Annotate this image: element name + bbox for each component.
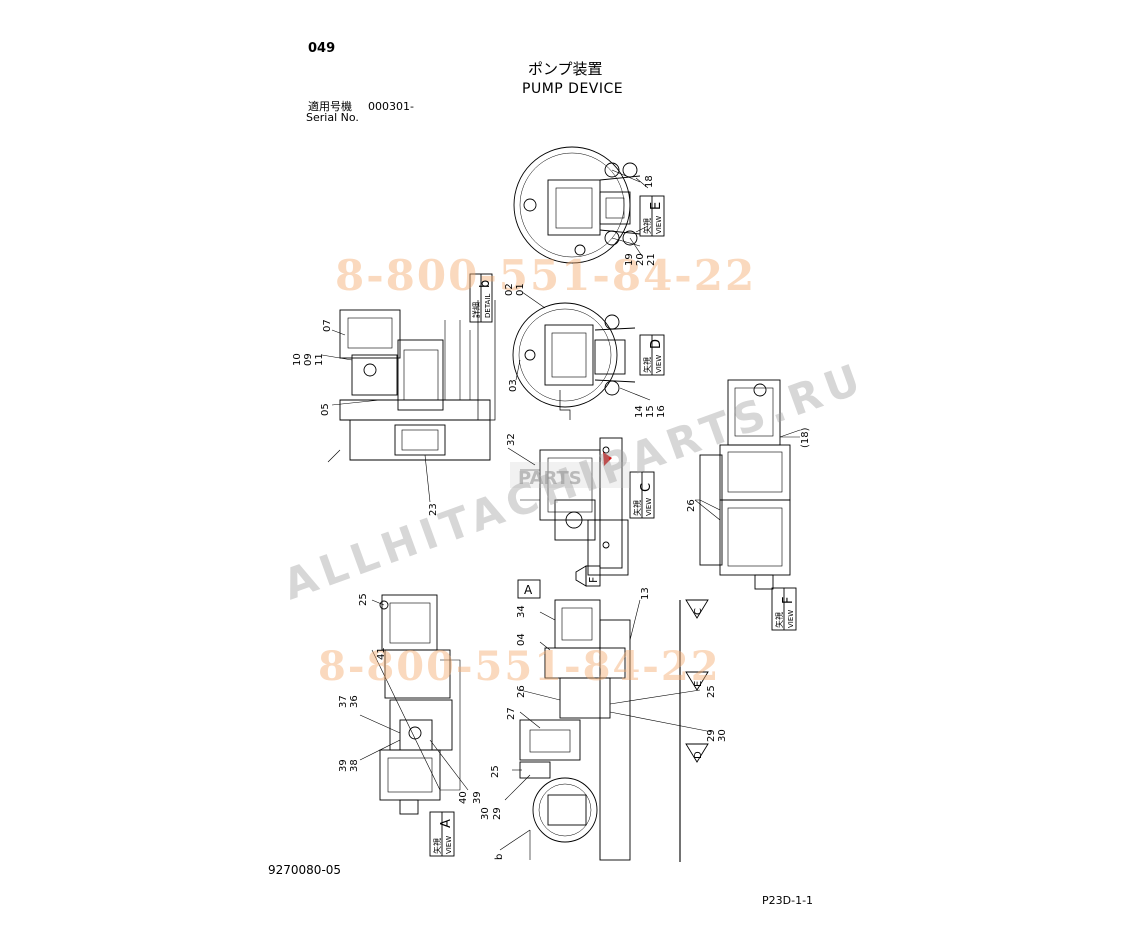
view-d-marker bbox=[685, 743, 709, 763]
callout-26-right: 26 bbox=[686, 499, 697, 512]
title-english: PUMP DEVICE bbox=[522, 81, 624, 97]
page-code: P23D-1-1 bbox=[762, 894, 814, 907]
callout-19: 19 bbox=[624, 253, 635, 266]
view-a-letter: A bbox=[439, 819, 454, 828]
callout-34: 34 bbox=[516, 605, 527, 618]
callout-07: 07 bbox=[322, 319, 333, 332]
callout-38: 38 bbox=[349, 759, 360, 772]
marker-f-letter: F bbox=[587, 577, 600, 583]
view-f-assembly bbox=[699, 379, 800, 590]
svg-text:8-800-551-84-22: 8-800-551-84-22 bbox=[335, 251, 756, 300]
watermark-phone-top: 8-800-551-84-22 bbox=[335, 251, 756, 300]
view-f-letter: F bbox=[781, 597, 796, 604]
view-d-label-box bbox=[639, 334, 665, 376]
callout-09: 09 bbox=[303, 353, 314, 366]
view-f-label-box bbox=[771, 587, 797, 631]
view-a-marker bbox=[517, 579, 541, 599]
view-e-label-box bbox=[639, 195, 665, 237]
svg-text:8-800-551-84-22: 8-800-551-84-22 bbox=[318, 643, 721, 690]
view-d-letter: D bbox=[649, 339, 664, 349]
page-number: 049 bbox=[308, 41, 336, 56]
callout-13: 13 bbox=[640, 587, 651, 600]
view-d-assembly bbox=[512, 302, 636, 420]
callout-04: 04 bbox=[516, 633, 527, 646]
callout-02: 02 bbox=[504, 283, 515, 296]
callout-01: 01 bbox=[515, 283, 526, 296]
view-c-letter: C bbox=[639, 483, 654, 492]
callout-18: 18 bbox=[644, 175, 655, 188]
callout-26-mid: 26 bbox=[516, 685, 527, 698]
marker-d-letter: D bbox=[693, 751, 704, 759]
view-e-marker bbox=[685, 671, 709, 691]
callout-14: 14 bbox=[634, 405, 645, 418]
callout-25-right: 25 bbox=[706, 685, 717, 698]
callout-37: 37 bbox=[338, 695, 349, 708]
marker-c-letter: C bbox=[693, 608, 704, 615]
view-f-jp: 矢視 bbox=[774, 612, 784, 628]
serial-label-japanese: 適用号機 bbox=[308, 100, 352, 113]
marker-e-letter: E bbox=[693, 681, 704, 687]
view-e-assembly bbox=[513, 146, 649, 264]
callout-16: 16 bbox=[656, 405, 667, 418]
view-a-assembly bbox=[379, 594, 461, 815]
callout-23: 23 bbox=[428, 503, 439, 516]
view-f-marker bbox=[575, 565, 601, 587]
callout-27: 27 bbox=[506, 707, 517, 720]
view-c-assembly bbox=[520, 437, 629, 576]
callout-30-mid: 30 bbox=[480, 807, 491, 820]
callout-18-paren: (18) bbox=[800, 427, 811, 448]
callout-25-left: 25 bbox=[358, 593, 369, 606]
view-e-jp: 矢視 bbox=[642, 218, 652, 234]
callout-32: 32 bbox=[506, 433, 517, 446]
watermark-logo bbox=[510, 452, 630, 488]
detail-b-jp: 詳細 bbox=[471, 302, 481, 318]
detail-b-label-box bbox=[469, 273, 493, 323]
serial-label-english: Serial No. bbox=[306, 111, 359, 124]
callout-03: 03 bbox=[508, 379, 519, 392]
callout-11: 11 bbox=[314, 353, 325, 366]
serial-value: 000301- bbox=[368, 100, 414, 113]
detail-b-letter: b bbox=[478, 280, 493, 288]
view-a-jp: 矢視 bbox=[432, 838, 442, 854]
detail-b-assembly bbox=[327, 300, 496, 463]
watermark-phone-bottom: 8-800-551-84-22 bbox=[318, 643, 721, 690]
callout-25-mid: 25 bbox=[490, 765, 501, 778]
view-d-jp: 矢視 bbox=[642, 357, 652, 373]
callout-40: 40 bbox=[458, 791, 469, 804]
callout-29-right: 29 bbox=[706, 729, 717, 742]
view-a-word: VIEW bbox=[445, 836, 453, 854]
view-c-jp: 矢視 bbox=[632, 500, 642, 516]
watermark-logo-text: PARTS bbox=[518, 468, 582, 489]
callout-b-section: b bbox=[494, 854, 505, 860]
view-d-word: VIEW bbox=[655, 355, 663, 373]
view-a-label-box bbox=[429, 811, 455, 857]
callout-39-left: 39 bbox=[338, 759, 349, 772]
title-japanese: ポンプ装置 bbox=[528, 60, 603, 78]
callout-05: 05 bbox=[320, 403, 331, 416]
view-e-word: VIEW bbox=[655, 216, 663, 234]
view-c-word: VIEW bbox=[645, 498, 653, 516]
detail-b-word: DETAIL bbox=[484, 294, 492, 318]
main-pump-assembly bbox=[519, 599, 631, 861]
svg-text:PARTS: PARTS bbox=[518, 468, 582, 489]
callout-30-right: 30 bbox=[717, 729, 728, 742]
callout-36: 36 bbox=[349, 695, 360, 708]
marker-a-letter: A bbox=[524, 583, 533, 597]
view-c-label-box bbox=[629, 471, 655, 519]
leader-lines bbox=[321, 169, 801, 851]
view-e-letter: E bbox=[649, 202, 664, 210]
callout-15: 15 bbox=[645, 405, 656, 418]
callout-39-mid: 39 bbox=[472, 791, 483, 804]
drawing-number: 9270080-05 bbox=[268, 863, 342, 877]
callout-20: 20 bbox=[635, 253, 646, 266]
view-c-marker bbox=[685, 599, 709, 619]
callout-29-mid: 29 bbox=[492, 807, 503, 820]
callout-41: 41 bbox=[376, 647, 387, 660]
view-f-word: VIEW bbox=[787, 610, 795, 628]
callout-21: 21 bbox=[646, 253, 657, 266]
callout-10: 10 bbox=[292, 353, 303, 366]
